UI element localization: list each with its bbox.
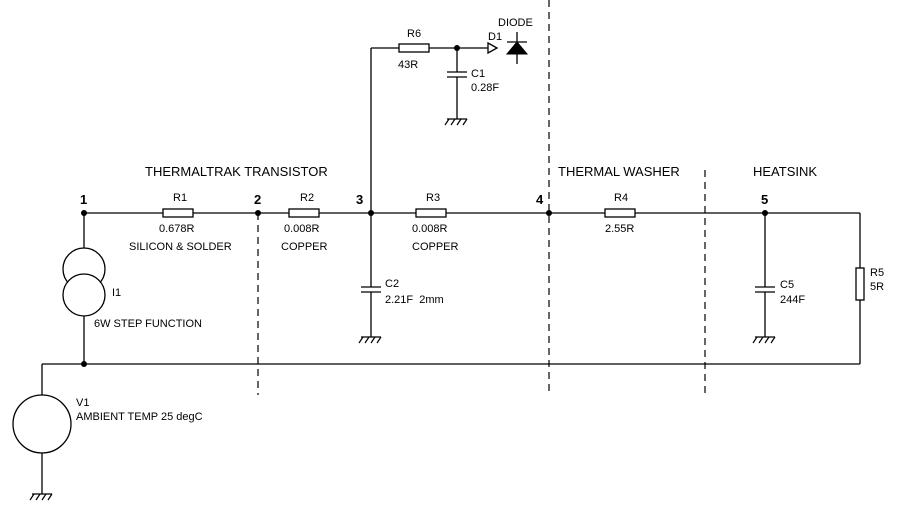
d1-probe-marker [487,41,499,55]
c1-name: C1 [471,68,485,80]
section-title-heatsink: HEATSINK [753,164,817,179]
i1-desc: 6W STEP FUNCTION [94,318,202,330]
r4-resistor [604,208,636,218]
c5-name: C5 [780,279,794,291]
node-label-5: 5 [761,192,768,207]
junction-c1 [454,45,460,51]
section-title-transistor: THERMALTRAK TRANSISTOR [145,164,328,179]
node-label-3: 3 [356,192,363,207]
r2-value: 0.008R [284,223,320,235]
r2-name: R2 [300,192,314,204]
section-title-washer: THERMAL WASHER [558,164,680,179]
junction-node-4 [546,210,552,216]
r1-value: 0.678R [159,223,195,235]
r1-name: R1 [173,192,187,204]
r5-value: 5R [870,281,884,293]
i1-current-source-lower [62,273,106,317]
r3-resistor [415,208,447,218]
r6-name: R6 [407,28,421,40]
r1-resistor [162,208,194,218]
i1-name: I1 [112,287,121,299]
v1-ground-icon [29,493,53,501]
junction-bottom-i1 [81,361,87,367]
diode-label: DIODE [498,17,533,29]
r6-value: 43R [398,59,418,71]
r2-resistor [288,208,320,218]
r4-value: 2.55R [605,223,634,235]
diode-icon [505,32,529,64]
v1-desc: AMBIENT TEMP 25 degC [76,411,203,423]
r5-name: R5 [870,267,884,279]
node-label-1: 1 [80,192,87,207]
c5-value: 244F [780,294,805,306]
r6-resistor [398,43,430,53]
r5-resistor [855,267,865,301]
c5-ground-icon [752,336,776,344]
r3-desc: COPPER [412,241,459,253]
c2-name: C2 [385,278,399,290]
r3-value: 0.008R [412,223,448,235]
r1-desc: SILICON & SOLDER [129,241,232,253]
c2-ground-icon [358,336,382,344]
v1-voltage-source [12,394,72,454]
r3-name: R3 [426,192,440,204]
junction-node-5 [762,210,768,216]
r4-name: R4 [614,192,628,204]
junction-node-2 [255,210,261,216]
d1-name: D1 [488,31,502,43]
c1-value: 0.28F [471,82,499,94]
r2-desc: COPPER [281,241,328,253]
junction-node-1 [81,210,87,216]
node-label-2: 2 [254,192,261,207]
c2-value: 2.21F 2mm [385,294,444,306]
c1-ground-icon [444,118,468,126]
v1-name: V1 [76,397,89,409]
node-label-4: 4 [536,192,544,207]
junction-node-3 [368,210,374,216]
